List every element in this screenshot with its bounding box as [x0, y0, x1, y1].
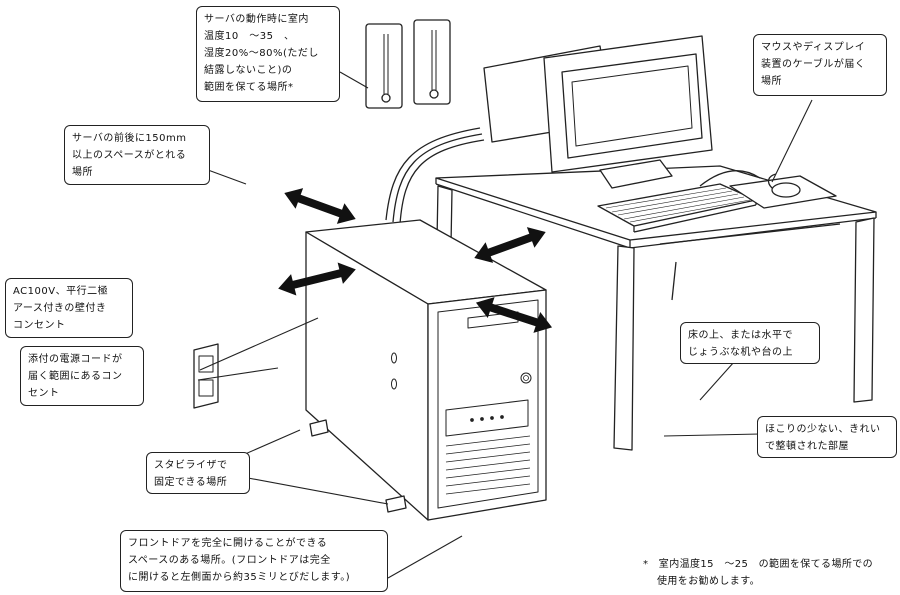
callout-line: アース付きの壁付き — [13, 303, 107, 314]
callout-line: 添付の電源コードが — [28, 354, 123, 365]
wall-outlet — [193, 343, 219, 409]
callout-line: マウスやディスプレイ — [761, 42, 866, 53]
callout-line: サーバの動作時に室内 — [204, 14, 309, 25]
callout-line: 固定できる場所 — [154, 477, 228, 488]
callout-temperature: サーバの動作時に室内 温度10 ～35 、 湿度20%～80%(ただし 結露しな… — [196, 6, 340, 102]
thermometer-left — [365, 23, 403, 109]
callout-line: 床の上、または水平で — [688, 330, 793, 341]
callout-cable: マウスやディスプレイ 装置のケーブルが届く 場所 — [753, 34, 887, 96]
callout-cord: 添付の電源コードが 届く範囲にあるコン セント — [20, 346, 144, 406]
callout-line: スペースのある場所。(フロントドアは完全 — [128, 555, 331, 566]
callout-line: 範囲を保てる場所* — [204, 82, 294, 93]
callout-space: サーバの前後に150mm 以上のスペースがとれる 場所 — [64, 125, 210, 185]
callout-outlet: AC100V、平行二極 アース付きの壁付き コンセント — [5, 278, 133, 338]
server-tower — [305, 219, 547, 521]
callout-line: 装置のケーブルが届く — [761, 59, 866, 70]
callout-line: で整頓された部屋 — [765, 441, 849, 452]
callout-line: 場所 — [761, 76, 782, 87]
mouse-pad — [729, 173, 837, 209]
callout-line: じょうぶな机や台の上 — [688, 347, 793, 358]
callout-floor: 床の上、または水平で じょうぶな机や台の上 — [680, 322, 820, 364]
callout-line: スタビライザで — [154, 460, 228, 471]
callout-line: 場所 — [72, 167, 93, 178]
monitor — [483, 35, 713, 189]
callout-stabilizer: スタビライザで 固定できる場所 — [146, 452, 250, 494]
callout-line: サーバの前後に150mm — [72, 133, 187, 144]
cable-bundle — [385, 127, 485, 225]
callout-frontdoor: フロントドアを完全に開けることができる スペースのある場所。(フロントドアは完全… — [120, 530, 388, 592]
callout-line: ほこりの少ない、きれい — [765, 424, 881, 435]
callout-line: コンセント — [13, 320, 66, 331]
callout-line: セント — [28, 388, 60, 399]
footnote-line-1: * 室内温度15 ～25 の範囲を保てる場所での — [643, 559, 874, 570]
clearance-arrows — [278, 188, 553, 333]
callout-line: 届く範囲にあるコン — [28, 371, 123, 382]
callout-line: 温度10 ～35 、 — [204, 31, 295, 42]
callout-line: に開けると左側面から約35ミリとびだします。) — [128, 572, 351, 583]
callout-room: ほこりの少ない、きれい で整頓された部屋 — [757, 416, 897, 458]
thermometer-right — [413, 19, 451, 105]
footnote-line-2: 使用をお勧めします。 — [657, 576, 760, 587]
footnote: * 室内温度15 ～25 の範囲を保てる場所での 使用をお勧めします。 — [643, 556, 873, 590]
callout-line: AC100V、平行二極 — [13, 286, 109, 297]
callout-line: 以上のスペースがとれる — [72, 150, 187, 161]
callout-line: 湿度20%～80%(ただし — [204, 48, 319, 59]
callout-line: 結露しないこと)の — [204, 65, 293, 76]
callout-line: フロントドアを完全に開けることができる — [128, 538, 328, 549]
